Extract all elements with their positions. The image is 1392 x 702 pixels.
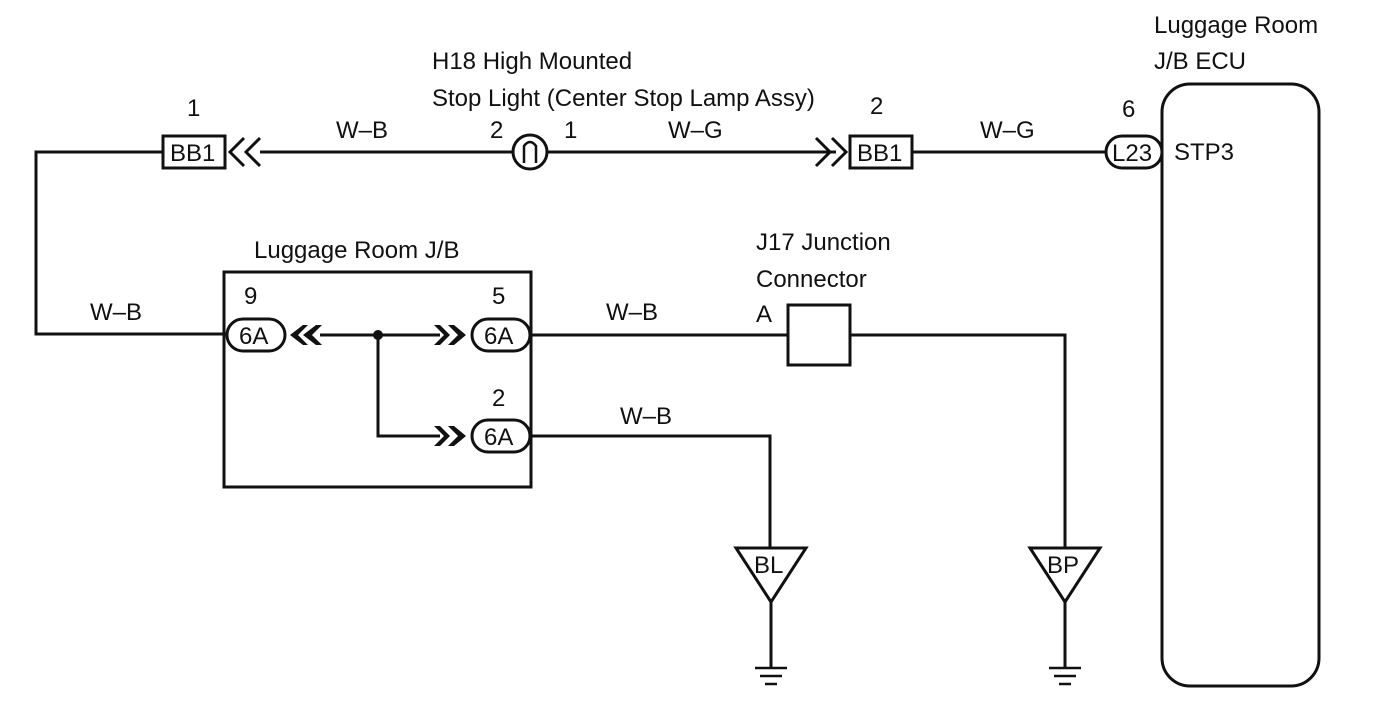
stop-light-pin-left: 2 xyxy=(490,117,503,144)
bb1-right-pin: 2 xyxy=(870,93,883,120)
jb-left-pin: 9 xyxy=(244,283,257,310)
jb-right-bottom-connector xyxy=(470,418,532,454)
stop-light-filament-icon xyxy=(522,140,538,163)
wire-label-top-left: W–B xyxy=(336,117,388,144)
ground-bp-triangle xyxy=(1027,546,1103,605)
ground-bp: BP xyxy=(1027,546,1103,686)
jb-right-top-pin: 5 xyxy=(492,283,505,310)
ecu-title-line2: J/B ECU xyxy=(1154,48,1246,75)
stop-light-title-line2: Stop Light (Center Stop Lamp Assy) xyxy=(432,85,815,112)
ecu-body xyxy=(1160,82,1321,688)
wire-jb-internal-branch xyxy=(376,335,440,438)
j17-title-line1: J17 Junction xyxy=(756,229,891,256)
bb1-right-arrow-icon xyxy=(814,136,849,168)
j17-junction-connector: J17 Junction Connector A xyxy=(756,229,891,367)
j17-pin: A xyxy=(756,301,772,328)
splice-point xyxy=(373,330,383,340)
junction-block-body xyxy=(222,270,533,489)
bb1-right-box xyxy=(848,134,914,170)
l23-connector xyxy=(1104,134,1164,170)
ground-bp-icon xyxy=(1049,666,1081,686)
ground-bl-label: BL xyxy=(754,552,783,579)
bb1-right-connector: 2 BB1 xyxy=(814,93,914,170)
j17-box xyxy=(786,303,852,367)
bb1-left-arrow-icon xyxy=(227,136,262,168)
stop-light-pin-right: 1 xyxy=(564,117,577,144)
ecu-title-line1: Luggage Room xyxy=(1154,12,1318,39)
wire-label-top-middle: W–G xyxy=(668,117,723,144)
bb1-left-pin: 1 xyxy=(187,95,200,122)
jb-right-bottom-pin: 2 xyxy=(492,385,505,412)
jb-right-bottom-arrow-icon xyxy=(434,426,466,446)
jb-right-bottom-connector-label: 6A xyxy=(484,424,513,451)
jb-left-arrow-icon xyxy=(290,325,322,345)
bb1-right-label: BB1 xyxy=(857,140,902,167)
wire-label-jb-to-bl: W–B xyxy=(620,403,672,430)
jb-right-top-connector-label: 6A xyxy=(484,323,513,350)
wire-j17-to-bp xyxy=(850,333,1067,548)
j17-title-line2: Connector xyxy=(756,266,867,293)
ecu-terminal-label: STP3 xyxy=(1174,139,1234,166)
junction-block-title: Luggage Room J/B xyxy=(254,237,459,264)
stop-light: H18 High Mounted Stop Light (Center Stop… xyxy=(432,48,815,171)
wire-label-jb-to-j17: W–B xyxy=(606,299,658,326)
ground-bl-triangle xyxy=(733,546,809,605)
bb1-left-label: BB1 xyxy=(170,140,215,167)
wire-left-loop xyxy=(34,150,227,336)
wires xyxy=(34,150,1108,548)
jb-right-top-connector xyxy=(470,317,532,353)
ecu-block: Luggage Room J/B ECU STP3 6 L23 xyxy=(1104,12,1321,688)
stop-light-bulb xyxy=(511,133,549,171)
bb1-left-connector: 1 BB1 xyxy=(161,95,262,170)
jb-right-top-arrow-icon xyxy=(434,325,466,345)
ground-bl-icon xyxy=(755,666,787,686)
ground-bl: BL xyxy=(733,546,809,686)
wire-labels: W–B W–G W–G W–B W–B W–B xyxy=(90,117,1035,430)
l23-connector-label: L23 xyxy=(1112,140,1152,167)
wire-label-top-right: W–G xyxy=(980,117,1035,144)
junction-block: Luggage Room J/B 9 6A 5 6A 2 6A xyxy=(222,237,533,489)
wire-label-left-vertical: W–B xyxy=(90,299,142,326)
ground-bp-label: BP xyxy=(1047,552,1079,579)
stop-light-title-line1: H18 High Mounted xyxy=(432,48,632,75)
jb-left-connector xyxy=(225,317,287,353)
jb-left-connector-label: 6A xyxy=(239,323,268,350)
wire-jb-to-bl xyxy=(532,434,772,548)
ecu-pin-label: 6 xyxy=(1122,96,1135,123)
bb1-left-box xyxy=(161,134,227,170)
